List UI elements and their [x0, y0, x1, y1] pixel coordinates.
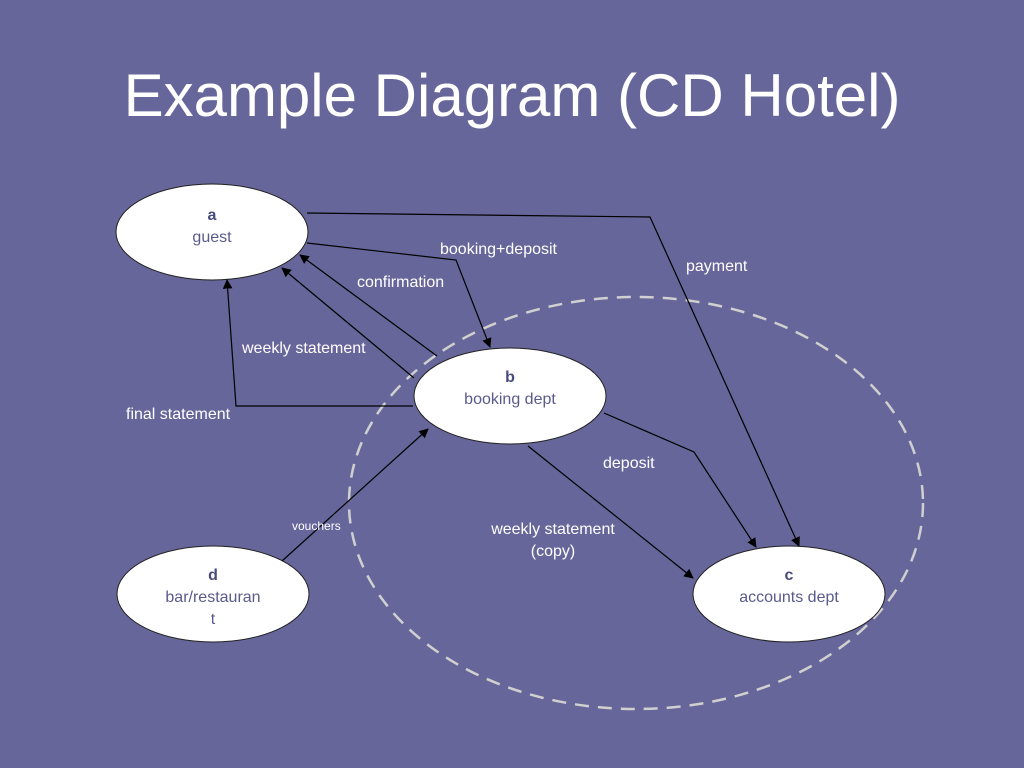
node-b-shape: [413, 347, 607, 445]
node-b-booking-dept: b booking dept: [414, 367, 606, 411]
node-b-name: booking dept: [464, 391, 556, 408]
label-booking-deposit: booking+deposit: [440, 241, 557, 258]
node-a-guest: a guest: [116, 205, 308, 249]
node-d-shape: [116, 545, 310, 643]
label-confirmation: confirmation: [357, 274, 445, 291]
node-c-shape: [692, 545, 886, 643]
node-c-name: accounts dept: [739, 589, 839, 606]
arrow-weekly-statement-copy: [527, 445, 694, 579]
node-a-shape: [115, 183, 309, 281]
node-d-name-line1: bar/restauran: [165, 589, 261, 606]
arrow-payment: [306, 212, 800, 547]
node-d-name-line2: t: [210, 611, 216, 628]
arrow-deposit: [603, 412, 757, 548]
label-weekly-statement-copy-line2: (copy): [530, 543, 576, 560]
node-d-letter: d: [208, 567, 218, 584]
arrow-booking-deposit: [306, 242, 492, 348]
node-b-letter: b: [505, 369, 515, 386]
arrow-confirmation: [299, 254, 438, 357]
node-c-letter: c: [784, 567, 794, 584]
node-c-accounts-dept: c accounts dept: [693, 565, 885, 609]
label-vouchers: vouchers: [292, 519, 341, 533]
arrow-vouchers: [281, 428, 429, 562]
arrow-weekly-statement: [281, 267, 415, 379]
node-d-bar-restaurant: d bar/restauran t: [117, 565, 309, 631]
label-payment: payment: [686, 258, 748, 275]
label-weekly-statement-copy-line1: weekly statement: [491, 521, 615, 538]
label-weekly-statement-copy: weekly statement (copy): [470, 519, 636, 563]
label-weekly-statement: weekly statement: [242, 340, 366, 357]
system-boundary: [347, 295, 925, 711]
page-title: Example Diagram (CD Hotel): [123, 62, 901, 129]
node-a-name: guest: [192, 229, 232, 246]
node-a-letter: a: [207, 207, 217, 224]
label-deposit: deposit: [603, 455, 655, 472]
arrow-final-statement: [222, 279, 413, 407]
label-final-statement: final statement: [126, 406, 231, 423]
